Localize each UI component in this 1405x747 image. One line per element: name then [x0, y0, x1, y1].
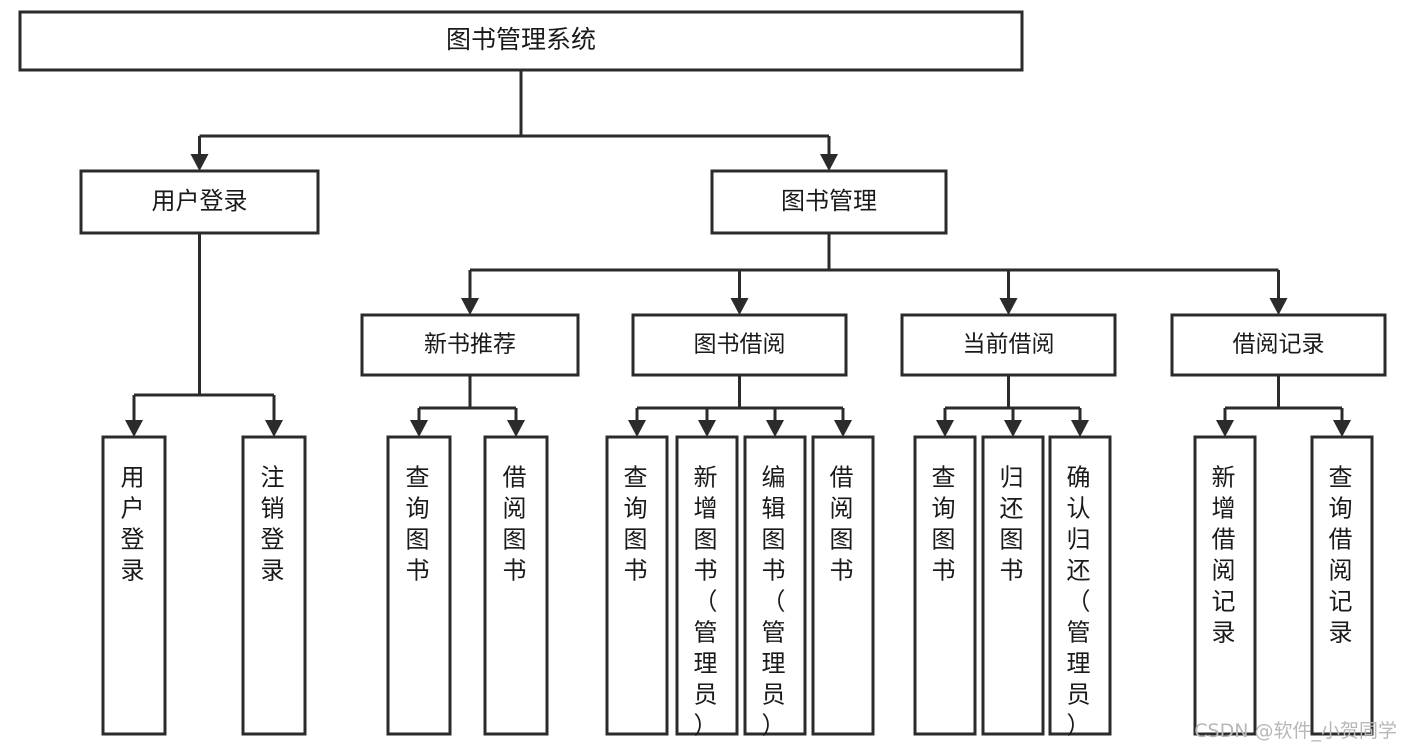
node-root-box[interactable]: [18, 10, 1024, 72]
node-leaf-12-label: 查询借阅记录: [1329, 464, 1356, 647]
arrow-head-icon: [999, 298, 1018, 315]
node-level1-0[interactable]: 用户登录: [79, 169, 320, 235]
node-level1-1[interactable]: 图书管理: [710, 169, 948, 235]
node-leaf-8-label: 查询图书: [932, 464, 959, 585]
node-level2-3-label: 借阅记录: [1233, 332, 1325, 358]
arrow-head-icon: [507, 420, 525, 437]
arrow-head-icon: [698, 420, 716, 437]
node-level2-0[interactable]: 新书推荐: [360, 313, 580, 377]
node-level2-1-box[interactable]: [631, 313, 848, 377]
arrow-head-icon: [265, 420, 283, 437]
node-leaf-10[interactable]: 确认归还（管理员）: [1048, 435, 1112, 740]
node-leaf-1[interactable]: 注销登录: [241, 435, 307, 736]
node-level2-2-box[interactable]: [900, 313, 1117, 377]
node-leaf-11[interactable]: 新增借阅记录: [1193, 435, 1257, 736]
arrow-head-icon: [628, 420, 646, 437]
node-leaf-2-label: 查询图书: [406, 464, 433, 585]
arrow-head-icon: [1071, 420, 1089, 437]
arrow-head-icon: [1333, 420, 1351, 437]
arrow-head-icon: [410, 420, 428, 437]
node-leaf-4-label: 查询图书: [624, 464, 651, 585]
node-leaf-0-label: 用户登录: [121, 464, 148, 585]
node-leaf-9-box[interactable]: [981, 435, 1045, 736]
node-leaf-12[interactable]: 查询借阅记录: [1310, 435, 1374, 736]
node-leaf-10-label: 确认归还（管理员）: [1067, 464, 1094, 740]
nodes-layer: 图书管理系统用户登录图书管理新书推荐图书借阅当前借阅借阅记录用户登录注销登录查询…: [18, 10, 1387, 740]
node-leaf-7[interactable]: 借阅图书: [811, 435, 875, 736]
node-level2-1[interactable]: 图书借阅: [631, 313, 848, 377]
node-level1-0-label: 用户登录: [152, 187, 248, 215]
csdn-watermark: CSDN @软件_小贺同学: [1194, 720, 1397, 742]
node-level1-0-box[interactable]: [79, 169, 320, 235]
arrow-head-icon: [125, 420, 143, 437]
node-leaf-2-box[interactable]: [386, 435, 452, 736]
node-leaf-4[interactable]: 查询图书: [605, 435, 669, 736]
arrow-head-icon: [936, 420, 954, 437]
node-leaf-5[interactable]: 新增图书（管理员）: [675, 435, 739, 740]
node-leaf-9-label: 归还图书: [1000, 464, 1027, 585]
node-leaf-6[interactable]: 编辑图书（管理员）: [743, 435, 807, 740]
node-leaf-6-box[interactable]: [743, 435, 807, 736]
node-leaf-1-box[interactable]: [241, 435, 307, 736]
node-leaf-5-label: 新增图书（管理员）: [694, 464, 721, 740]
arrow-head-icon: [1269, 298, 1288, 315]
arrow-head-icon: [766, 420, 784, 437]
arrow-head-icon: [834, 420, 852, 437]
arrow-head-icon: [1216, 420, 1234, 437]
node-level2-2-label: 当前借阅: [963, 332, 1055, 358]
node-leaf-2[interactable]: 查询图书: [386, 435, 452, 736]
node-leaf-0[interactable]: 用户登录: [101, 435, 167, 736]
node-leaf-11-label: 新增借阅记录: [1212, 464, 1239, 647]
arrow-head-icon: [820, 154, 838, 171]
node-level1-1-label: 图书管理: [781, 187, 877, 215]
node-leaf-1-label: 注销登录: [261, 464, 288, 585]
node-root[interactable]: 图书管理系统: [18, 10, 1024, 72]
node-leaf-12-box[interactable]: [1310, 435, 1374, 736]
node-leaf-6-label: 编辑图书（管理员）: [762, 464, 789, 740]
edges-layer: [125, 70, 1351, 437]
node-leaf-11-box[interactable]: [1193, 435, 1257, 736]
node-level1-1-box[interactable]: [710, 169, 948, 235]
node-level2-1-label: 图书借阅: [694, 332, 786, 358]
arrow-head-icon: [461, 298, 479, 315]
arrow-head-icon: [730, 298, 749, 315]
node-leaf-10-box[interactable]: [1048, 435, 1112, 736]
node-level2-0-label: 新书推荐: [424, 332, 516, 358]
node-leaf-3-box[interactable]: [483, 435, 549, 736]
node-root-label: 图书管理系统: [446, 25, 596, 54]
node-level2-2[interactable]: 当前借阅: [900, 313, 1117, 377]
node-leaf-7-box[interactable]: [811, 435, 875, 736]
node-leaf-4-box[interactable]: [605, 435, 669, 736]
node-leaf-9[interactable]: 归还图书: [981, 435, 1045, 736]
node-level2-3-box[interactable]: [1170, 313, 1387, 377]
arrow-head-icon: [1004, 420, 1022, 437]
node-leaf-8[interactable]: 查询图书: [913, 435, 977, 736]
node-leaf-0-box[interactable]: [101, 435, 167, 736]
node-leaf-3[interactable]: 借阅图书: [483, 435, 549, 736]
arrow-head-icon: [190, 154, 209, 171]
node-level2-3[interactable]: 借阅记录: [1170, 313, 1387, 377]
node-leaf-8-box[interactable]: [913, 435, 977, 736]
node-leaf-3-label: 借阅图书: [503, 464, 530, 585]
node-level2-0-box[interactable]: [360, 313, 580, 377]
node-leaf-5-box[interactable]: [675, 435, 739, 736]
node-leaf-7-label: 借阅图书: [830, 464, 857, 585]
